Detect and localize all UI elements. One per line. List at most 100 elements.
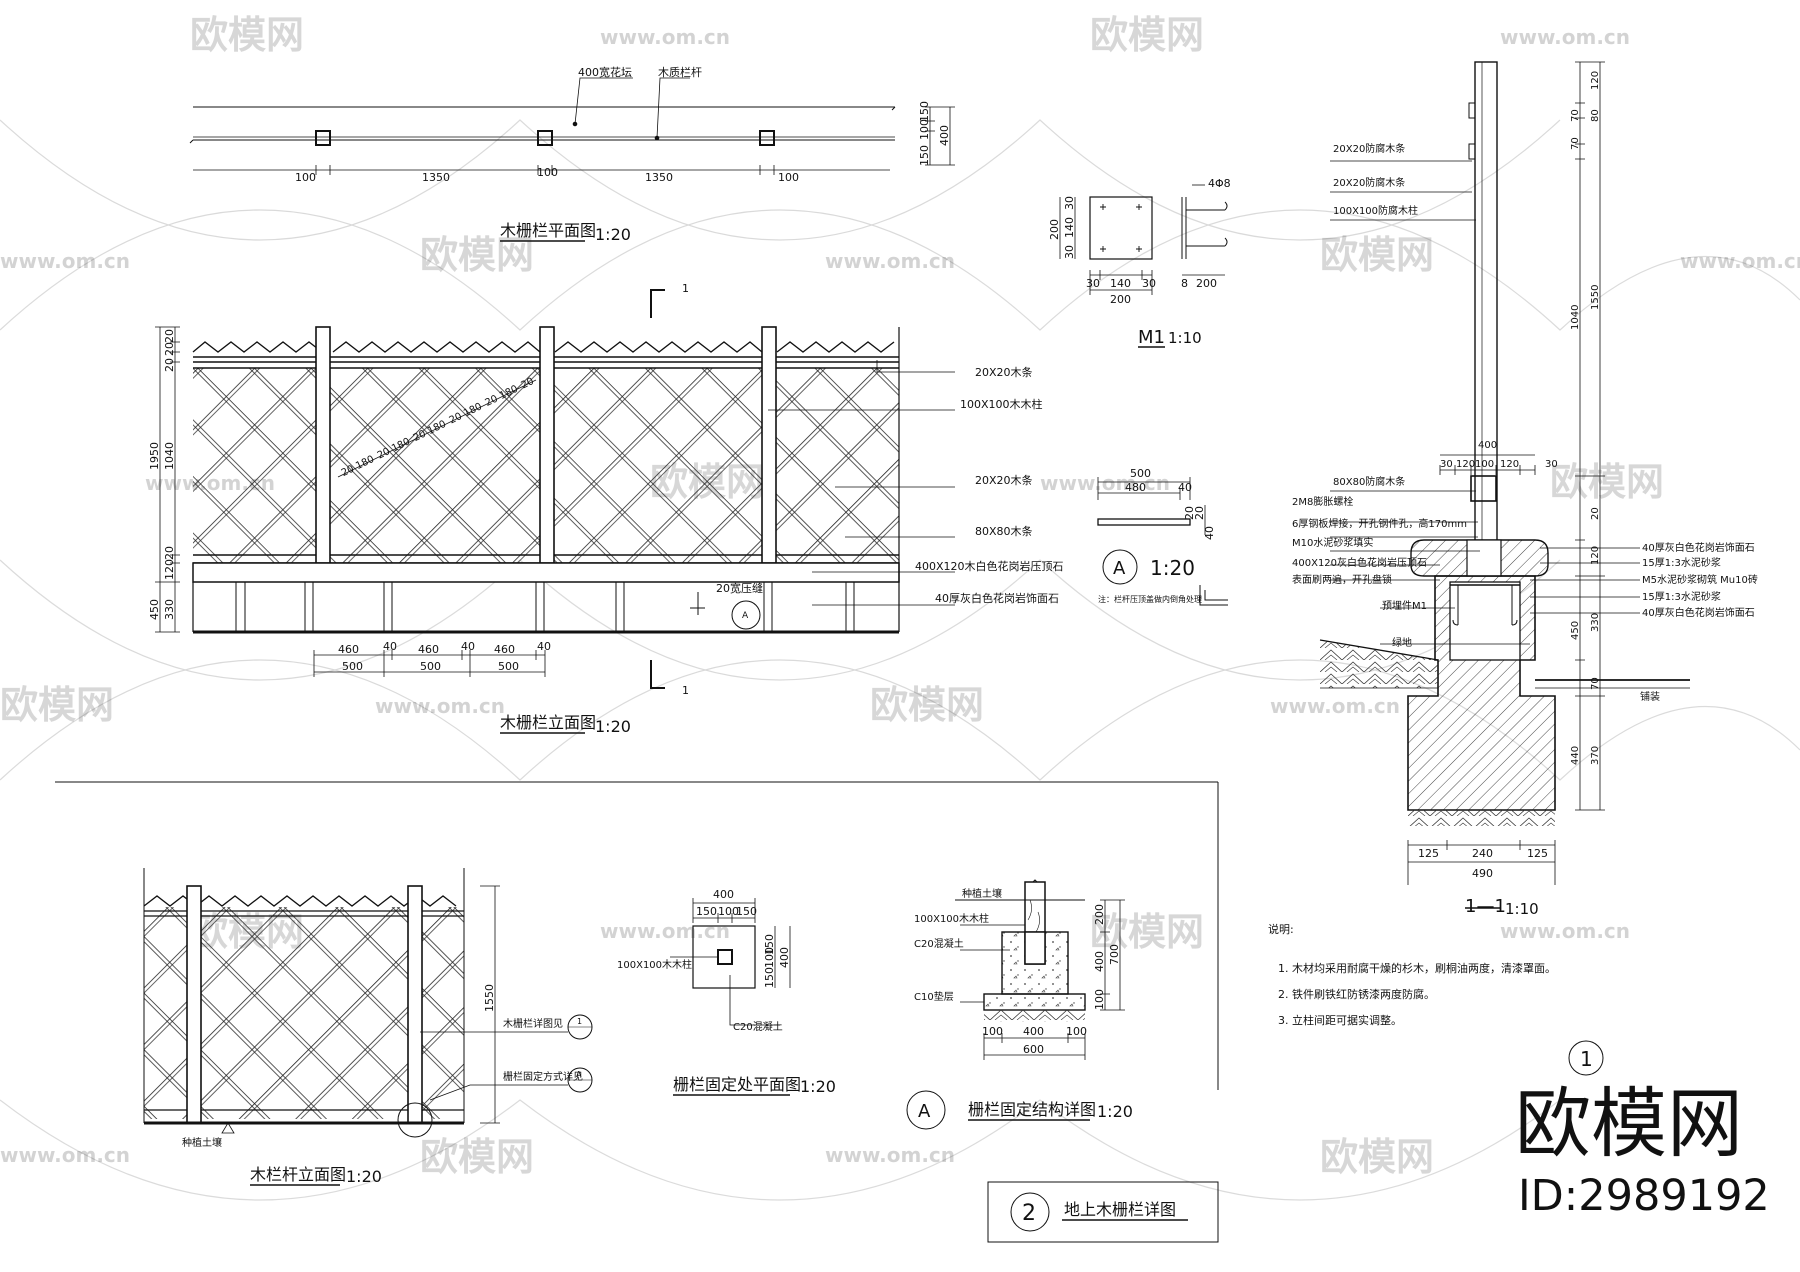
notes-item-3: 3. 立柱间距可据实调整。	[1278, 1013, 1402, 1027]
plan-dim-r4: 400	[938, 125, 951, 146]
section-dim-bottom-ticks	[1407, 840, 1556, 885]
m1-title: M1	[1138, 327, 1165, 348]
elev-post-2	[539, 326, 555, 564]
elev-coping	[192, 562, 900, 583]
section-paving-label: 铺装	[1640, 690, 1660, 703]
rail-ground-label: 种植土壤	[182, 1136, 222, 1149]
elev-dim-l9: 330	[163, 599, 176, 620]
section-grass-fill	[1320, 640, 1438, 688]
wm-site-9: www.om.cn	[1270, 694, 1400, 718]
elev-bdim-2: 40	[383, 640, 397, 653]
rail-post-1	[186, 885, 202, 1124]
wm-brand-4: 欧模网	[1320, 233, 1434, 277]
wm-site-3: www.om.cn	[0, 249, 130, 273]
fix-plan-leader-concrete	[729, 975, 780, 1026]
m1-dim-b1: 30	[1086, 277, 1100, 290]
m1-dim-ticks	[1089, 270, 1153, 295]
m1-scale: 1:10	[1168, 329, 1202, 347]
coping-dim-4: 20	[1183, 506, 1196, 520]
fix-detail-rdim-3: 700	[1108, 944, 1121, 965]
coping-stone	[1097, 518, 1191, 526]
wm-site-10: www.om.cn	[600, 919, 730, 943]
elev-section-mark-top	[650, 289, 665, 318]
section-embed-bars	[1452, 585, 1518, 626]
fix-detail-tag: A	[918, 1101, 931, 1122]
notes-item-1: 1. 木材均采用耐腐干燥的杉木，刷桐油两度，清漆罩面。	[1278, 961, 1556, 975]
plan-dim-r3: 150	[918, 145, 931, 166]
elev-callout-6: 40厚灰白色花岗岩饰面石	[935, 591, 1059, 605]
elev-bdim-3: 460	[418, 643, 439, 656]
fix-plan-dim-4: 150	[736, 905, 757, 918]
rail-scale: 1:20	[346, 1167, 382, 1186]
fix-plan-concrete-label: C20混凝土	[733, 1020, 783, 1033]
elev-bdim-4: 40	[461, 640, 475, 653]
section-rdim-11: 70	[1590, 677, 1601, 690]
rail-elevation	[143, 868, 593, 1186]
section-callout-2: 20X20防腐木条	[1333, 176, 1405, 189]
plan-dim-4: 1350	[645, 171, 673, 184]
section-bdim-4: 490	[1472, 867, 1493, 880]
plan-post-2	[537, 130, 553, 146]
plan-leader-a-dot	[572, 121, 578, 127]
elev-dim-bottom-ticks	[313, 650, 546, 677]
elev-diag-9: 20	[484, 393, 500, 408]
m1-hooks	[1224, 201, 1228, 247]
elev-callout-3: 20X20木条	[975, 473, 1033, 487]
coping-detail	[1097, 477, 1228, 606]
watermark-logo-brand: 欧模网	[1515, 1079, 1743, 1168]
section-dim-right-ticks	[1575, 61, 1605, 811]
plan-label-b: 木质栏杆	[658, 65, 702, 79]
elev-dim-l8: 450	[148, 599, 161, 620]
wm-site-13: www.om.cn	[825, 1143, 955, 1167]
section-callout-9: 表面刷两遍，开孔盘锁	[1292, 573, 1392, 586]
coping-dim-6: 40	[1203, 526, 1216, 540]
rail-dim: 1550	[483, 984, 496, 1012]
sheet-number-circle	[1568, 1040, 1604, 1076]
section-strip-1	[1468, 102, 1476, 119]
elev-base-joints	[235, 582, 855, 632]
elev-scale: 1:20	[595, 717, 631, 736]
sheet-title-frame	[987, 1181, 1219, 1243]
watermark-layer	[0, 119, 1800, 1201]
elev-section-bottom-no: 1	[682, 684, 689, 697]
m1-plate	[1089, 196, 1153, 260]
fix-plan-title: 栅栏固定处平面图	[673, 1075, 801, 1094]
section-rdim-10: 330	[1590, 613, 1601, 632]
plan-leader-b-dot	[654, 135, 660, 141]
plan-break	[189, 106, 896, 144]
coping-dim-2: 480	[1125, 481, 1146, 494]
rail-dim-ticks	[480, 885, 500, 1124]
section-scale: 1:10	[1505, 900, 1539, 918]
section-tdim-4: 100	[1475, 459, 1494, 470]
section-callout-3: 100X100防腐木柱	[1333, 204, 1418, 217]
section-bottom-rail	[1470, 475, 1497, 502]
m1-side	[1181, 197, 1225, 259]
elev-dim-l3: 20	[163, 358, 176, 372]
rail-detail-circle	[397, 1102, 433, 1138]
elev-dim-l4: 1040	[163, 442, 176, 470]
fix-plan-sdim-4: 400	[778, 947, 791, 968]
plan-dim-3: 100	[537, 166, 558, 179]
section-grass-label: 绿地	[1392, 636, 1412, 649]
fence-plan-text: 400宽花坛 木质栏杆 100 1350 100 1350 100 150 10…	[295, 65, 951, 244]
plan-dim-ticks	[315, 165, 775, 175]
fix-detail-base-label: C10垫层	[914, 990, 954, 1003]
watermark-logo: 欧模网 ID:2989192	[1515, 1079, 1770, 1221]
m1-dim-l3: 140	[1063, 217, 1076, 238]
fix-plan-text: 400 150 100 150 150 100 150 400 100X100木…	[617, 888, 836, 1096]
m1-dim-b2: 140	[1110, 277, 1131, 290]
plan-leader-b	[656, 77, 690, 139]
notes-item-2: 2. 铁件刷铁红防锈漆两度防腐。	[1278, 987, 1435, 1001]
m1-dim-l2: 30	[1063, 245, 1076, 259]
plan-scale: 1:20	[595, 225, 631, 244]
section-callout-8: 400X120灰白色花岗岩压顶石	[1292, 556, 1427, 569]
elev-title: 木栅栏立面图	[500, 713, 596, 732]
elev-joint-mark	[690, 592, 705, 615]
wm-site-4: www.om.cn	[825, 249, 955, 273]
elev-diag-dim	[337, 379, 537, 478]
plan-post-1	[315, 130, 331, 146]
plan-dim-right-ticks	[925, 106, 955, 166]
fix-detail-rdim-1: 200	[1093, 904, 1106, 925]
section-bdim-3: 125	[1527, 847, 1548, 860]
